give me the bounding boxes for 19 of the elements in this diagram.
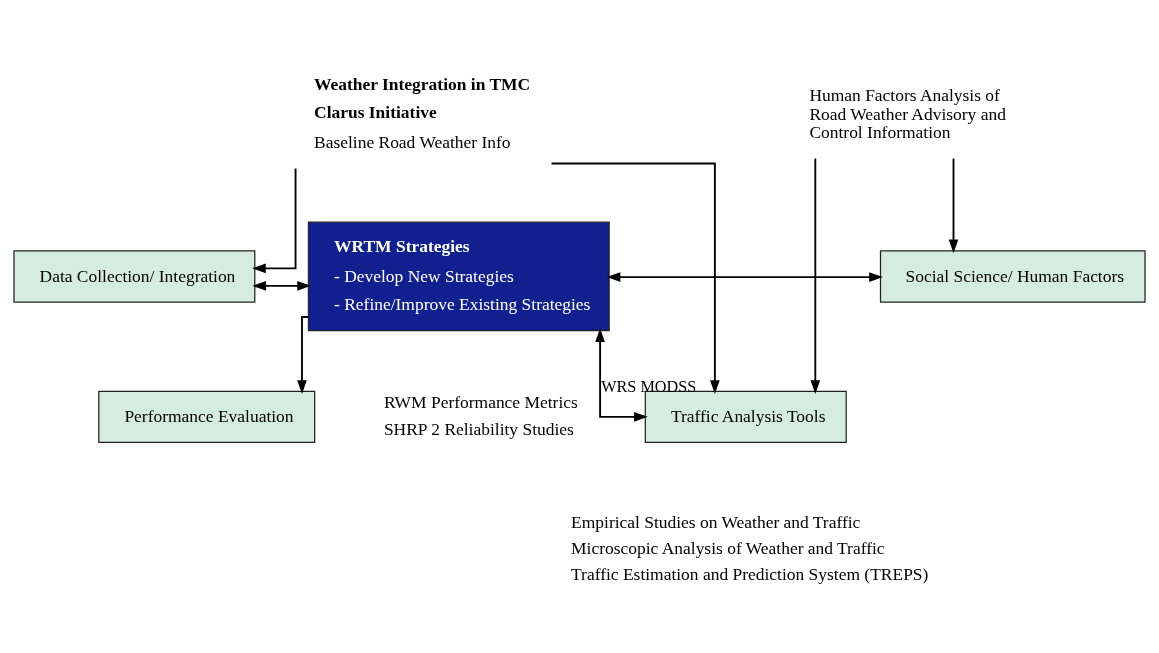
node-box: WRTM Strategies - Develop New Strategies - Refine/Improve Existing Strategies bbox=[307, 221, 610, 331]
arrow bbox=[297, 315, 310, 394]
node-text: Human Factors Analysis of Road Weather Advisory and Control Information bbox=[809, 84, 1006, 142]
arrow bbox=[550, 162, 720, 394]
node-box: Performance Evaluation bbox=[98, 390, 316, 443]
arrow bbox=[606, 271, 883, 282]
node-label: SHRP 2 Reliability Studies bbox=[383, 418, 574, 439]
node-label: Microscopic Analysis of Weather and Traffic bbox=[571, 537, 885, 558]
node-label: Empirical Studies on Weather and Traffic bbox=[571, 511, 861, 532]
arrow bbox=[948, 157, 959, 253]
arrow bbox=[252, 167, 297, 273]
node-label: RWM Performance Metrics bbox=[383, 391, 578, 412]
node-box: Social Science/ Human Factors bbox=[879, 249, 1146, 303]
node-label: Traffic Estimation and Prediction System (TREPS) bbox=[571, 563, 929, 584]
arrow bbox=[595, 327, 648, 422]
arrow bbox=[810, 157, 821, 394]
node-box: Data Collection/ Integration bbox=[13, 249, 256, 303]
node-text: Weather Integration in TMC Clarus Initiative Baseline Road Weather Info bbox=[314, 73, 531, 152]
arrow bbox=[252, 280, 312, 291]
